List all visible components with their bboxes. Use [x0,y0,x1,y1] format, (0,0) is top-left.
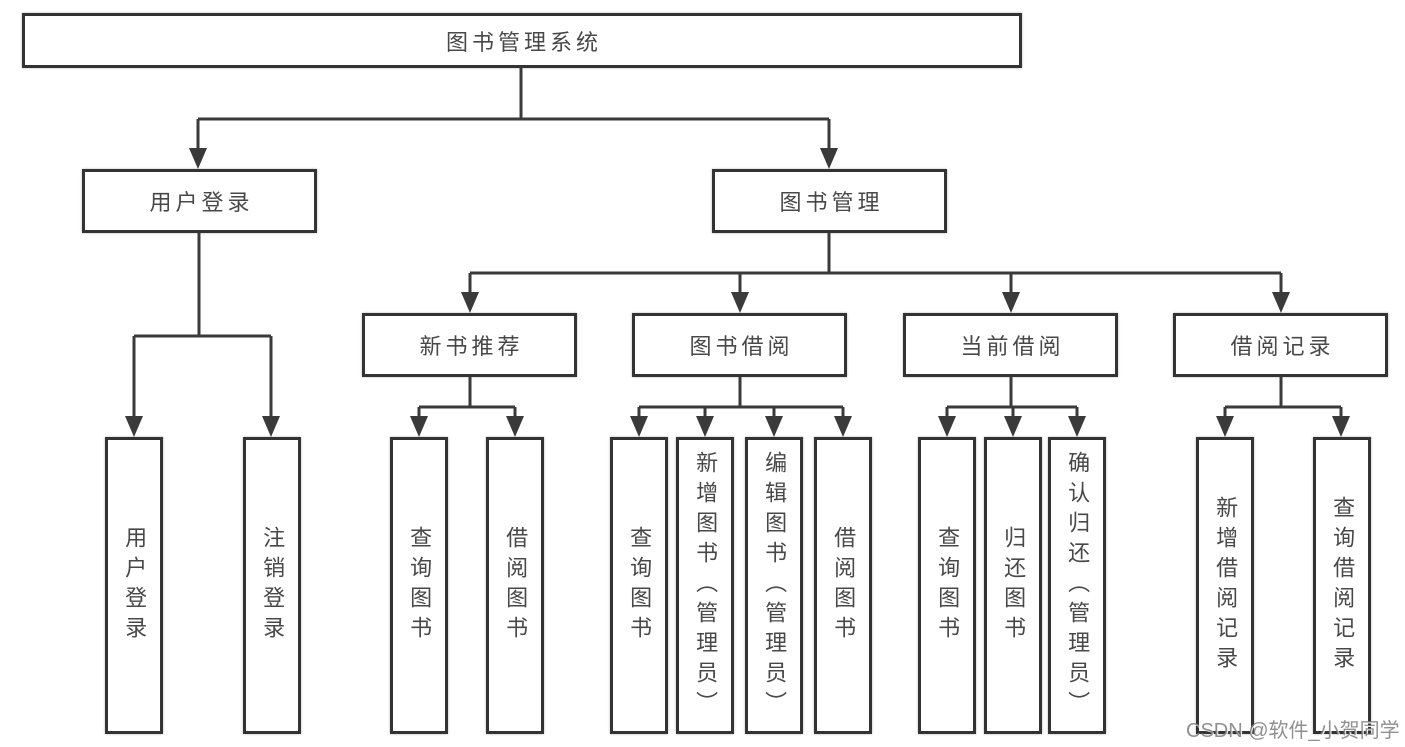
arrowhead [1004,416,1022,437]
arrowhead [125,416,143,437]
node-label: 当前借阅 [960,334,1065,359]
leaf-label: 注销登录 [260,525,286,646]
node-root-system: 图书管理系统 [22,13,1022,68]
arrowhead [938,416,956,437]
node-label: 图书借阅 [689,334,794,359]
arrowhead [1332,416,1350,437]
leaf-label: 归还图书 [1001,525,1027,646]
leaf-label: 查询借阅记录 [1330,495,1356,676]
arrowhead [461,292,479,313]
arrowhead [1272,292,1290,313]
csdn-watermark: CSDN @软件_小贺同学 [1186,720,1400,742]
arrowhead [765,416,783,437]
node-label: 新书推荐 [419,334,524,359]
arrowhead [630,416,648,437]
arrowhead [1068,416,1086,437]
leaf-label: 新增借阅记录 [1213,495,1239,676]
node-label: 用户登录 [149,190,254,215]
leaf-label: 查询图书 [935,525,961,646]
leaf-confirm-return-admin: 确认归还（管理员） [1048,437,1106,734]
leaf-edit-books-admin: 编辑图书（管理员） [745,437,803,734]
leaf-label: 借阅图书 [503,525,529,646]
leaf-query-books-recommend: 查询图书 [390,437,448,734]
arrowhead [189,148,207,169]
connector-path [132,68,1343,418]
node-new-book-recommend: 新书推荐 [362,313,577,377]
arrowhead [506,416,524,437]
leaf-label: 查询图书 [407,525,433,646]
arrowhead [820,148,838,169]
arrowhead [262,416,280,437]
leaf-add-borrow-record: 新增借阅记录 [1196,437,1254,734]
leaf-label: 确认归还（管理员） [1065,450,1091,721]
leaf-query-books-current: 查询图书 [918,437,976,734]
arrowhead [731,292,749,313]
leaf-label: 用户登录 [122,525,148,646]
arrowhead [1216,416,1234,437]
node-user-login: 用户登录 [82,169,317,233]
arrowhead [410,416,428,437]
node-current-borrowing: 当前借阅 [903,313,1118,377]
arrowhead [696,416,714,437]
node-label: 借阅记录 [1230,334,1335,359]
node-label: 图书管理 [779,190,884,215]
arrowheads [125,148,1350,437]
leaf-label: 查询图书 [627,525,653,646]
node-book-management: 图书管理 [712,169,947,233]
leaf-label: 新增图书（管理员） [693,450,719,721]
leaf-label: 借阅图书 [831,525,857,646]
leaf-user-login: 用户登录 [105,437,163,734]
node-borrow-records: 借阅记录 [1173,313,1388,377]
leaf-label: 编辑图书（管理员） [762,450,788,721]
leaf-query-borrow-record: 查询借阅记录 [1313,437,1371,734]
leaf-borrow-books: 借阅图书 [814,437,872,734]
leaf-add-books-admin: 新增图书（管理员） [676,437,734,734]
node-book-borrowing: 图书借阅 [632,313,847,377]
arrowhead [834,416,852,437]
leaf-logout: 注销登录 [243,437,301,734]
leaf-return-books: 归还图书 [984,437,1042,734]
node-label: 图书管理系统 [445,29,602,55]
leaf-borrow-books-recommend: 借阅图书 [486,437,544,734]
arrowhead [1002,292,1020,313]
leaf-query-books-borrow: 查询图书 [610,437,668,734]
